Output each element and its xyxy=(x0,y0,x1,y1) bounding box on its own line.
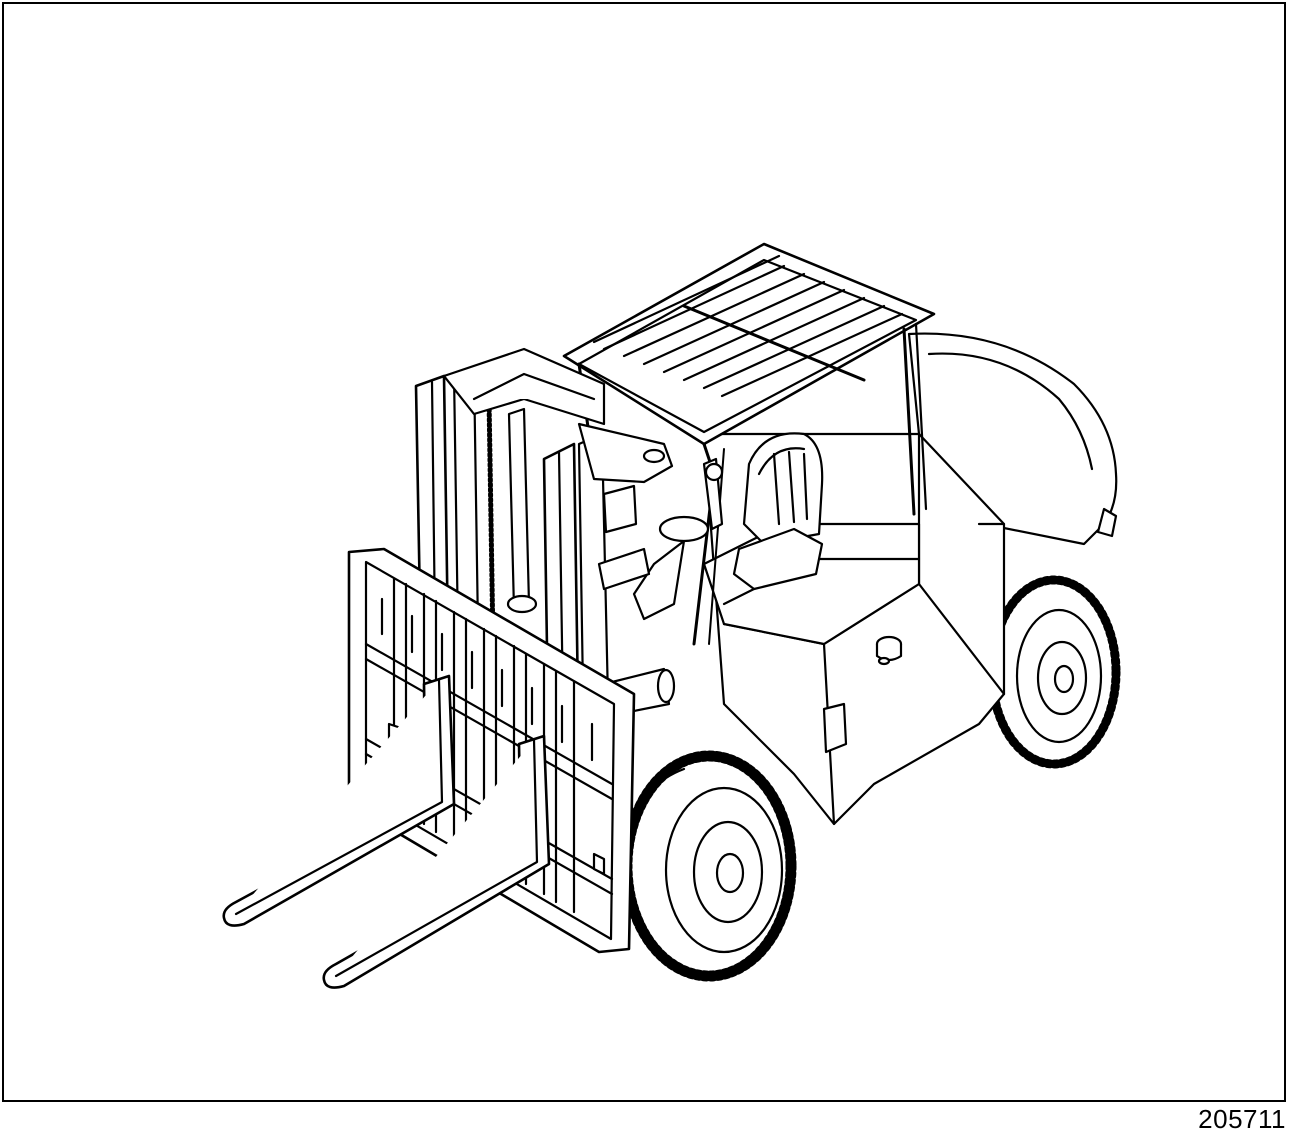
figure-frame xyxy=(2,2,1286,1102)
operator-seat xyxy=(732,432,824,591)
figure-reference-number: 205711 xyxy=(1198,1104,1286,1134)
rear-wheel xyxy=(987,575,1121,769)
forks xyxy=(222,674,551,989)
forklift-icon xyxy=(222,242,1121,989)
steering-wheel xyxy=(632,457,724,621)
front-wheel xyxy=(621,750,797,982)
